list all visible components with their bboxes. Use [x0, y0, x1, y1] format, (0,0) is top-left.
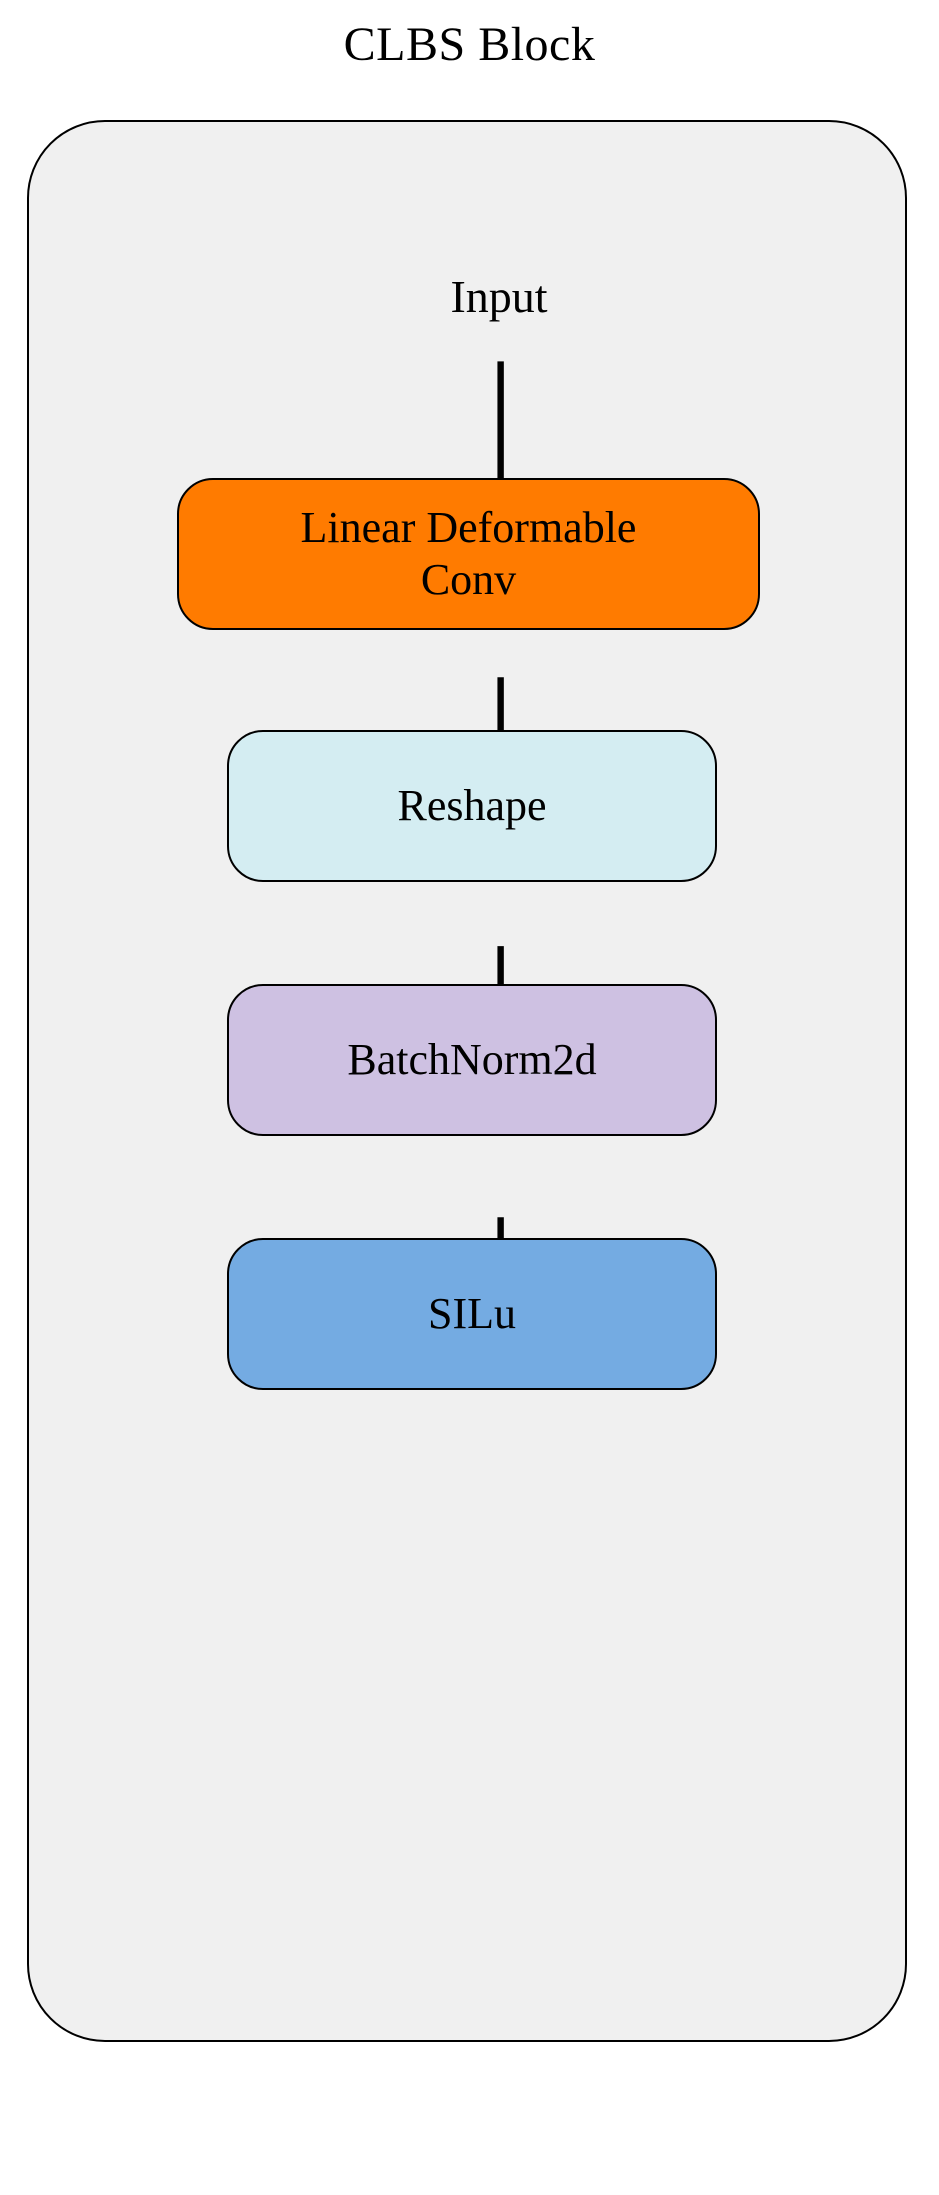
node-linear-deformable-conv[interactable]: Linear Deformable Conv — [177, 478, 760, 630]
node-input[interactable]: Input — [199, 270, 799, 326]
node-silu[interactable]: SILu — [227, 1238, 717, 1390]
node-silu-label: SILu — [428, 1289, 516, 1338]
node-linear-deformable-conv-label: Linear Deformable Conv — [300, 503, 637, 604]
diagram-canvas: CLBS Block Input Linear Deformable Conv … — [27, 18, 907, 2042]
node-batchnorm2d-label: BatchNorm2d — [347, 1035, 597, 1084]
node-reshape-label: Reshape — [397, 781, 547, 830]
node-batchnorm2d[interactable]: BatchNorm2d — [227, 984, 717, 1136]
diagram-title: CLBS Block — [343, 18, 596, 71]
edge-layer — [497, 361, 510, 1320]
node-reshape[interactable]: Reshape — [227, 730, 717, 882]
node-input-label: Input — [450, 271, 548, 322]
clbs-block-container: Input Linear Deformable Conv Reshape Bat… — [27, 120, 907, 2042]
